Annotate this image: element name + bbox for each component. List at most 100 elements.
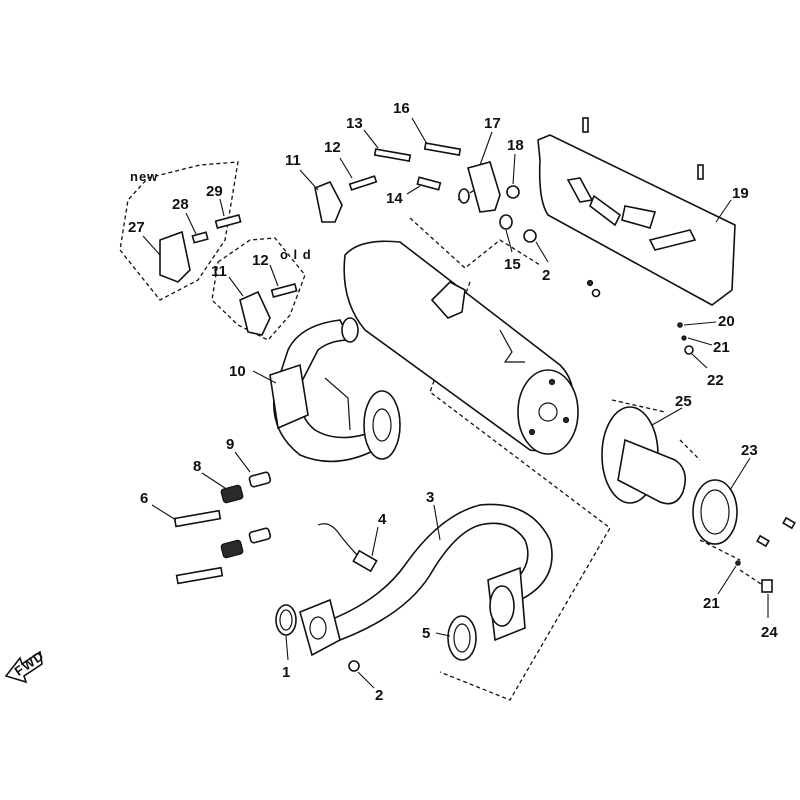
callout-29: 29 — [206, 183, 223, 200]
gasket-5 — [447, 615, 477, 661]
leader-1 — [285, 635, 289, 661]
leader-29 — [219, 198, 225, 217]
callout-12-upper: 12 — [324, 139, 341, 156]
cover-screw — [782, 516, 796, 530]
muffler-mount-bracket — [430, 281, 466, 319]
note-new: new — [130, 169, 158, 184]
washer-15 — [499, 214, 513, 230]
callout-9: 9 — [226, 436, 234, 453]
spring-8 — [220, 484, 244, 504]
callout-2-lower: 2 — [375, 687, 383, 704]
inlet-opening — [341, 317, 359, 343]
leader-15 — [505, 229, 513, 253]
washer-21-lower — [735, 560, 741, 566]
leader-16 — [411, 117, 428, 145]
callout-6: 6 — [140, 490, 148, 507]
washer-17 — [458, 188, 470, 204]
fwd-arrow: FWD — [4, 648, 47, 684]
bolt-24 — [761, 579, 773, 593]
gasket-1-inner — [279, 609, 293, 631]
callout-17: 17 — [484, 115, 501, 132]
leader-21-upper — [687, 337, 713, 346]
spring-8-second — [220, 539, 244, 559]
callout-20: 20 — [718, 313, 735, 330]
leader-22 — [691, 353, 708, 369]
bolt-13 — [373, 148, 412, 163]
callout-12-old: 12 — [252, 252, 269, 269]
leader-lines — [142, 117, 769, 689]
callout-16: 16 — [393, 100, 410, 117]
leader-2-upper — [535, 241, 549, 263]
new-kit-parts — [159, 214, 242, 283]
washer-20 — [677, 322, 683, 328]
bracket-27 — [159, 230, 191, 283]
leader-2-lower — [357, 671, 375, 689]
callout-28: 28 — [172, 196, 189, 213]
leader-27 — [142, 235, 161, 256]
callout-21-lower: 21 — [703, 595, 720, 612]
heat-shield-group — [537, 117, 736, 355]
callout-27: 27 — [128, 219, 145, 236]
bolt-6-second — [175, 566, 224, 585]
leader-10 — [252, 370, 277, 384]
callout-15: 15 — [504, 256, 521, 273]
callout-11-upper: 11 — [285, 152, 301, 169]
old-kit-parts — [239, 283, 298, 336]
guard-rod — [324, 377, 351, 431]
bracket-11-old — [239, 290, 271, 336]
shield-clip — [586, 279, 594, 287]
leader-23 — [729, 457, 751, 491]
callout-22: 22 — [707, 372, 724, 389]
leader-11-upper — [299, 169, 319, 191]
lead-dashes-right — [611, 399, 701, 461]
pipe-flange-hole — [309, 616, 327, 640]
fwd-label: FWD — [12, 648, 47, 679]
shield-slot — [589, 194, 622, 227]
collar-9 — [248, 471, 272, 488]
callout-24: 24 — [761, 624, 778, 641]
bracket-11-upper — [314, 180, 343, 223]
callout-21-upper: 21 — [713, 339, 730, 356]
bolt-12-upper — [348, 175, 378, 191]
leader-21-lower — [717, 565, 737, 595]
callout-18: 18 — [507, 137, 524, 154]
muffler-end-cap — [517, 369, 579, 455]
callout-13: 13 — [346, 115, 363, 132]
leader-4 — [371, 526, 379, 557]
bolt-12-old — [270, 283, 298, 298]
leader-5 — [435, 632, 451, 637]
leader-6 — [151, 504, 177, 521]
leader-14 — [406, 185, 421, 195]
note-old: o l d — [280, 247, 312, 262]
shield-screw — [697, 164, 704, 180]
leader-9 — [234, 451, 251, 473]
end-cover-inner — [700, 489, 730, 535]
shield-screw — [582, 117, 589, 133]
leader-12-old — [269, 264, 279, 287]
nut-2-upper — [523, 229, 537, 243]
bolt-6 — [173, 509, 222, 528]
lead-dashes-lower — [699, 539, 771, 591]
leader-18 — [512, 153, 516, 185]
washer-21 — [681, 335, 687, 341]
pipe-flange — [299, 598, 341, 657]
shield-slot — [621, 205, 657, 229]
collar-14 — [416, 176, 442, 191]
gasket-5-inner — [453, 623, 471, 653]
callout-10: 10 — [229, 363, 246, 380]
new-kit-outline — [119, 161, 239, 301]
callout-5: 5 — [422, 625, 430, 642]
callout-4: 4 — [378, 511, 387, 528]
mount-17 — [467, 161, 501, 213]
leader-25 — [651, 407, 683, 426]
old-kit-outline — [211, 237, 306, 341]
upper-hardware — [314, 142, 537, 243]
leader-20 — [683, 321, 717, 326]
callout-23: 23 — [741, 442, 758, 459]
leader-13 — [363, 129, 379, 149]
cap-bolt — [528, 428, 536, 436]
leader-11-old — [228, 276, 244, 297]
leader-12-upper — [339, 157, 353, 179]
